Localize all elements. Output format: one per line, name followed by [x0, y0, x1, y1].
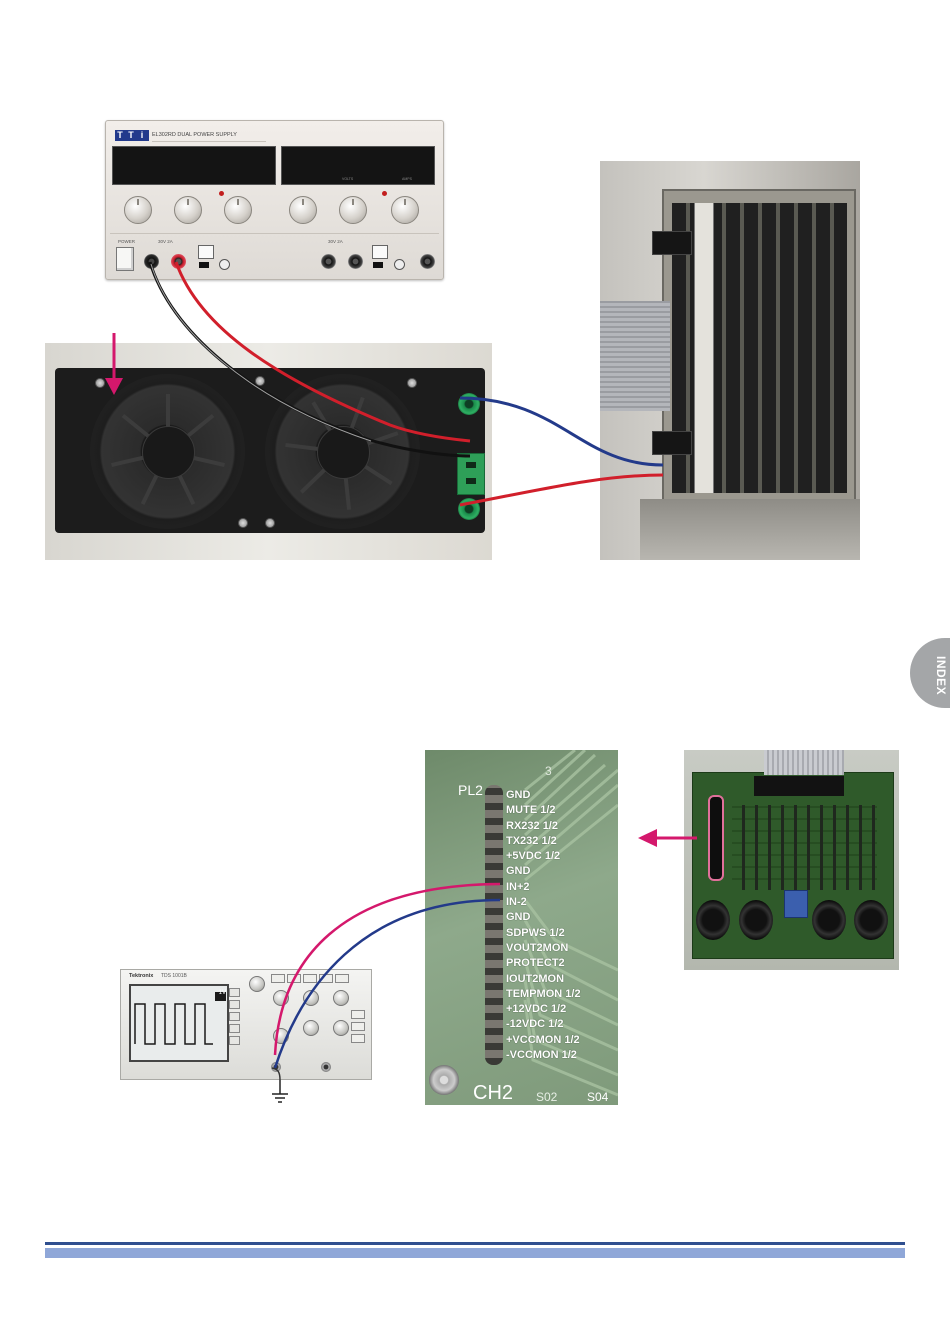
- wire-blue-probe: [275, 900, 500, 1068]
- wire-blue-output: [460, 398, 663, 465]
- wire-black-psu: [150, 262, 470, 456]
- wire-red-psu: [176, 262, 470, 441]
- footer-rule-dark: [45, 1242, 905, 1245]
- wire-magenta-probe: [275, 884, 500, 1055]
- down-arrow-icon: [105, 333, 123, 395]
- ground-symbol-icon: [272, 1080, 288, 1102]
- left-arrow-icon: [638, 829, 697, 847]
- wire-red-output: [460, 475, 663, 505]
- footer-rule-light: [45, 1248, 905, 1258]
